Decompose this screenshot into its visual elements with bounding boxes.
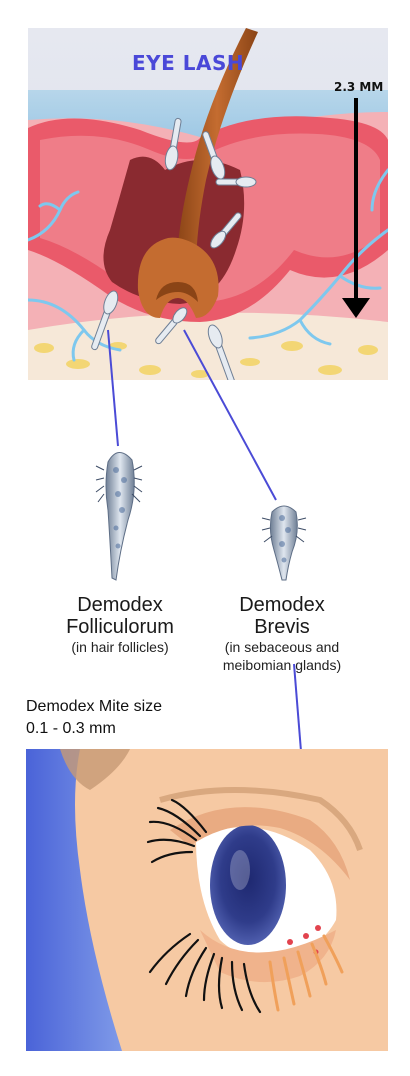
demodex-folliculorum-illustration (95, 452, 143, 581)
demodex-brevis-illustration (261, 505, 307, 581)
follicle-cross-section (28, 28, 388, 380)
folliculorum-note: (in hair follicles) (71, 639, 169, 655)
eyelash-title: EYE LASH (132, 51, 245, 75)
follicle-mites (91, 117, 257, 380)
brevis-label: Demodex Brevis (in sebaceous and meibomi… (198, 594, 366, 674)
eyelash-hair (176, 28, 258, 270)
brevis-note-line2: meibomian glands) (222, 657, 342, 673)
folliculorum-name-line1: Demodex (77, 594, 163, 616)
eye-closeup (26, 749, 388, 1051)
scale-label: 2.3 MM (334, 80, 384, 94)
brevis-note-line1: (in sebaceous and (224, 639, 340, 655)
scale-arrow (342, 98, 370, 318)
iris (210, 825, 286, 945)
brevis-name-line1: Demodex (239, 594, 325, 616)
folliculorum-name-line2: Folliculorum (66, 616, 174, 638)
mite-size-line2: 0.1 - 0.3 mm (26, 720, 116, 737)
mite-size-note: Demodex Mite size 0.1 - 0.3 mm (26, 696, 162, 740)
folliculorum-label: Demodex Folliculorum (in hair follicles) (40, 594, 200, 656)
mite-size-line1: Demodex Mite size (26, 698, 163, 715)
connector-folliculorum (107, 329, 119, 447)
brevis-name-line2: Brevis (254, 616, 310, 638)
connector-brevis (183, 329, 277, 501)
